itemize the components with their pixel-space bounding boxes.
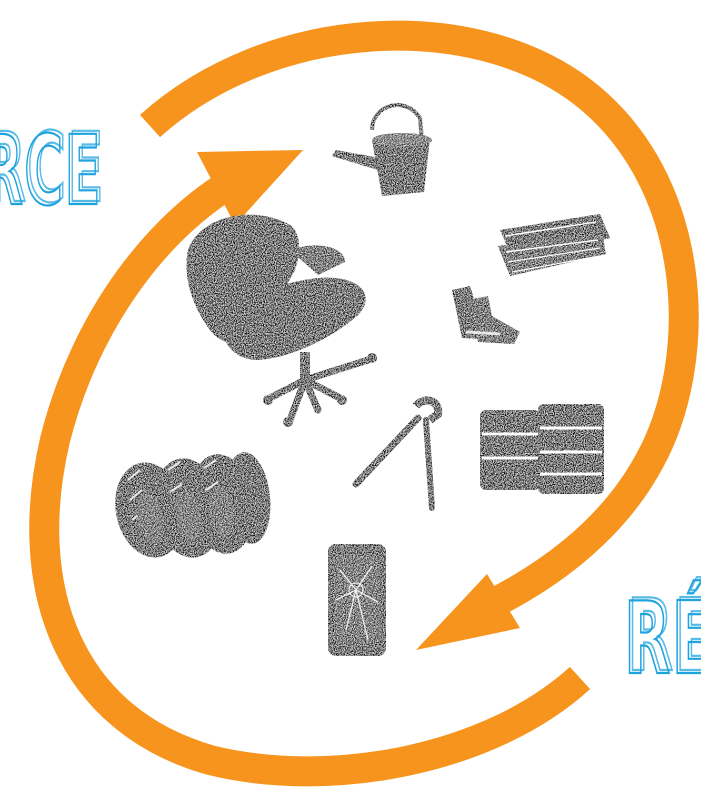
top-left-word-inner: RCE — [0, 112, 105, 224]
bottom-right-word-inner: RÉ — [627, 577, 701, 694]
watering-can-icon — [332, 105, 432, 196]
cycle-arrows — [44, 36, 683, 772]
tires-icon — [107, 450, 275, 564]
newspapers-icon — [498, 214, 610, 276]
pliers-icon — [356, 400, 438, 508]
boots-icon — [452, 286, 520, 344]
office-chair-icon — [187, 215, 377, 427]
broken-smartphone-icon — [328, 544, 386, 656]
barrels-icon — [480, 404, 604, 494]
